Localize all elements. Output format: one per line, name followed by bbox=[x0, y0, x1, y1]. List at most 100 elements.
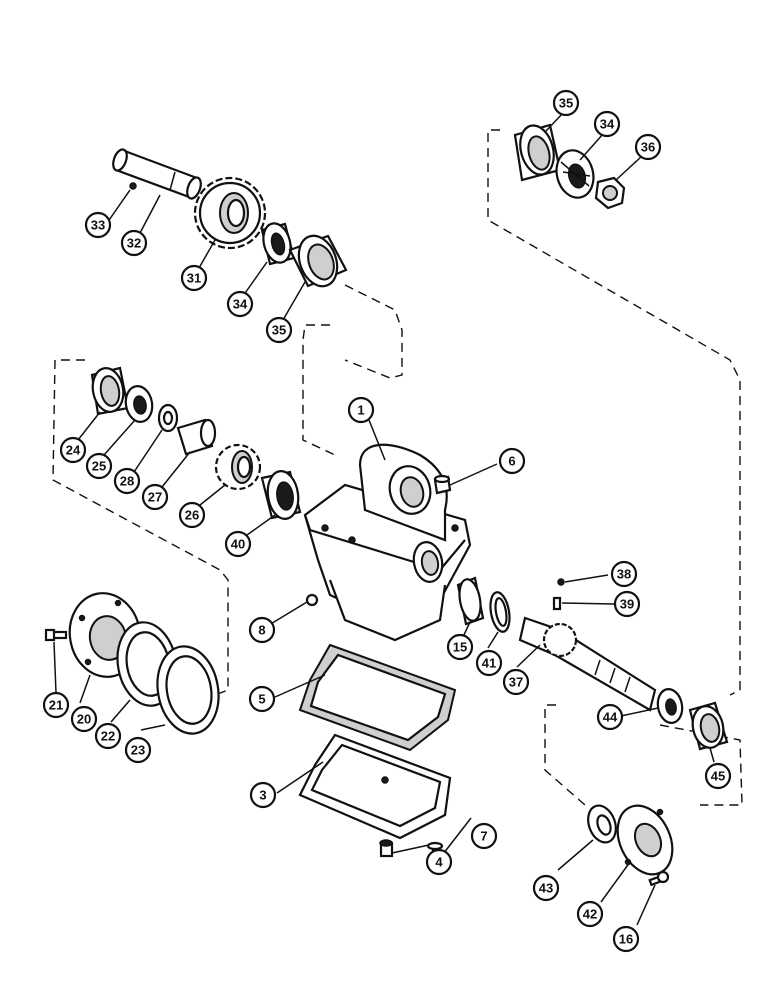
callout-27: 27 bbox=[141, 483, 169, 511]
callout-number: 3 bbox=[259, 788, 266, 803]
callout-circle bbox=[612, 925, 640, 953]
callout-circle bbox=[446, 633, 474, 661]
callout-number: 7 bbox=[480, 829, 487, 844]
callout-number: 45 bbox=[711, 769, 725, 784]
callout-circle bbox=[613, 590, 641, 618]
retainer-42 bbox=[616, 804, 674, 876]
callout-circle bbox=[552, 89, 580, 117]
callout-circle bbox=[249, 781, 277, 809]
callout-number: 1 bbox=[357, 403, 364, 418]
callout-38: 38 bbox=[610, 560, 638, 588]
callout-circle bbox=[178, 501, 206, 529]
callout-number: 16 bbox=[619, 932, 633, 947]
callout-number: 43 bbox=[539, 881, 553, 896]
callout-number: 35 bbox=[559, 96, 573, 111]
callout-41: 41 bbox=[475, 649, 503, 677]
callout-circle bbox=[113, 467, 141, 495]
callout-number: 5 bbox=[258, 692, 265, 707]
spacer-27 bbox=[176, 418, 217, 456]
bolt-21 bbox=[44, 628, 68, 642]
callout-number: 39 bbox=[620, 597, 634, 612]
shim-23 bbox=[156, 645, 220, 735]
plug-8 bbox=[305, 593, 319, 607]
callout-circle bbox=[475, 649, 503, 677]
group-outline-bottom-right bbox=[544, 704, 743, 806]
callout-circle bbox=[532, 874, 560, 902]
callout-36: 36 bbox=[634, 133, 662, 161]
callout-26: 26 bbox=[178, 501, 206, 529]
gear-26 bbox=[214, 443, 262, 491]
gearbox-housing-1 bbox=[303, 443, 472, 642]
callout-circle bbox=[502, 668, 530, 696]
callout-circle bbox=[59, 436, 87, 464]
callout-number: 38 bbox=[617, 567, 631, 582]
callout-circle bbox=[224, 530, 252, 558]
callout-circle bbox=[265, 316, 293, 344]
callout-25: 25 bbox=[85, 452, 113, 480]
callout-31: 31 bbox=[180, 264, 208, 292]
callout-37: 37 bbox=[502, 668, 530, 696]
bearing-cone-34-top bbox=[555, 149, 595, 199]
callout-number: 44 bbox=[603, 710, 618, 725]
callout-circle bbox=[248, 685, 276, 713]
callout-number: 40 bbox=[231, 537, 245, 552]
callout-circle bbox=[120, 229, 148, 257]
output-shaft-37 bbox=[518, 616, 657, 712]
callout-5: 5 bbox=[248, 685, 276, 713]
group-outline-upper-shaft bbox=[302, 284, 403, 456]
callout-number: 8 bbox=[258, 623, 265, 638]
callout-number: 31 bbox=[187, 271, 201, 286]
callout-28: 28 bbox=[113, 467, 141, 495]
callout-circle bbox=[141, 483, 169, 511]
callout-circle bbox=[576, 900, 604, 928]
callout-number: 24 bbox=[66, 443, 81, 458]
callout-21: 21 bbox=[42, 691, 70, 719]
callout-number: 25 bbox=[92, 459, 106, 474]
callout-number: 35 bbox=[272, 323, 286, 338]
group-outline-left bbox=[52, 359, 229, 696]
callout-number: 32 bbox=[127, 236, 141, 251]
bearing-cone-34-mid bbox=[260, 222, 296, 266]
callout-number: 36 bbox=[641, 140, 655, 155]
callout-circle bbox=[425, 848, 453, 876]
callout-20: 20 bbox=[70, 705, 98, 733]
callout-circle bbox=[180, 264, 208, 292]
callout-number: 34 bbox=[233, 297, 248, 312]
callout-number: 41 bbox=[482, 656, 496, 671]
callout-circle bbox=[347, 396, 375, 424]
callout-circle bbox=[85, 452, 113, 480]
callout-43: 43 bbox=[532, 874, 560, 902]
callout-23: 23 bbox=[124, 736, 152, 764]
callout-34: 34 bbox=[226, 290, 254, 318]
callout-circle bbox=[498, 447, 526, 475]
callout-circle bbox=[470, 822, 498, 850]
callout-15: 15 bbox=[446, 633, 474, 661]
plug-6 bbox=[433, 474, 452, 495]
callout-circle bbox=[226, 290, 254, 318]
callout-40: 40 bbox=[224, 530, 252, 558]
callout-number: 15 bbox=[453, 640, 467, 655]
ring-15 bbox=[456, 576, 485, 626]
seal-43 bbox=[587, 804, 617, 844]
callout-number: 27 bbox=[148, 490, 162, 505]
callout-16: 16 bbox=[612, 925, 640, 953]
callout-34: 34 bbox=[593, 110, 621, 138]
callout-circle bbox=[42, 691, 70, 719]
callout-number: 23 bbox=[131, 743, 145, 758]
callout-4: 4 bbox=[425, 848, 453, 876]
callout-22: 22 bbox=[94, 722, 122, 750]
callout-circle bbox=[94, 722, 122, 750]
bearing-cup-45 bbox=[688, 701, 729, 751]
pin-39 bbox=[552, 596, 562, 611]
callout-circle bbox=[593, 110, 621, 138]
bearing-cone-44 bbox=[656, 688, 684, 724]
callout-number: 37 bbox=[509, 675, 523, 690]
bearing-cup-35-top bbox=[513, 123, 562, 182]
ball-38 bbox=[557, 578, 565, 586]
shaft-32 bbox=[112, 148, 202, 200]
callout-circle bbox=[84, 211, 112, 239]
gasket-5 bbox=[298, 643, 457, 752]
callout-39: 39 bbox=[613, 590, 641, 618]
callout-8: 8 bbox=[248, 616, 276, 644]
callout-7: 7 bbox=[470, 822, 498, 850]
